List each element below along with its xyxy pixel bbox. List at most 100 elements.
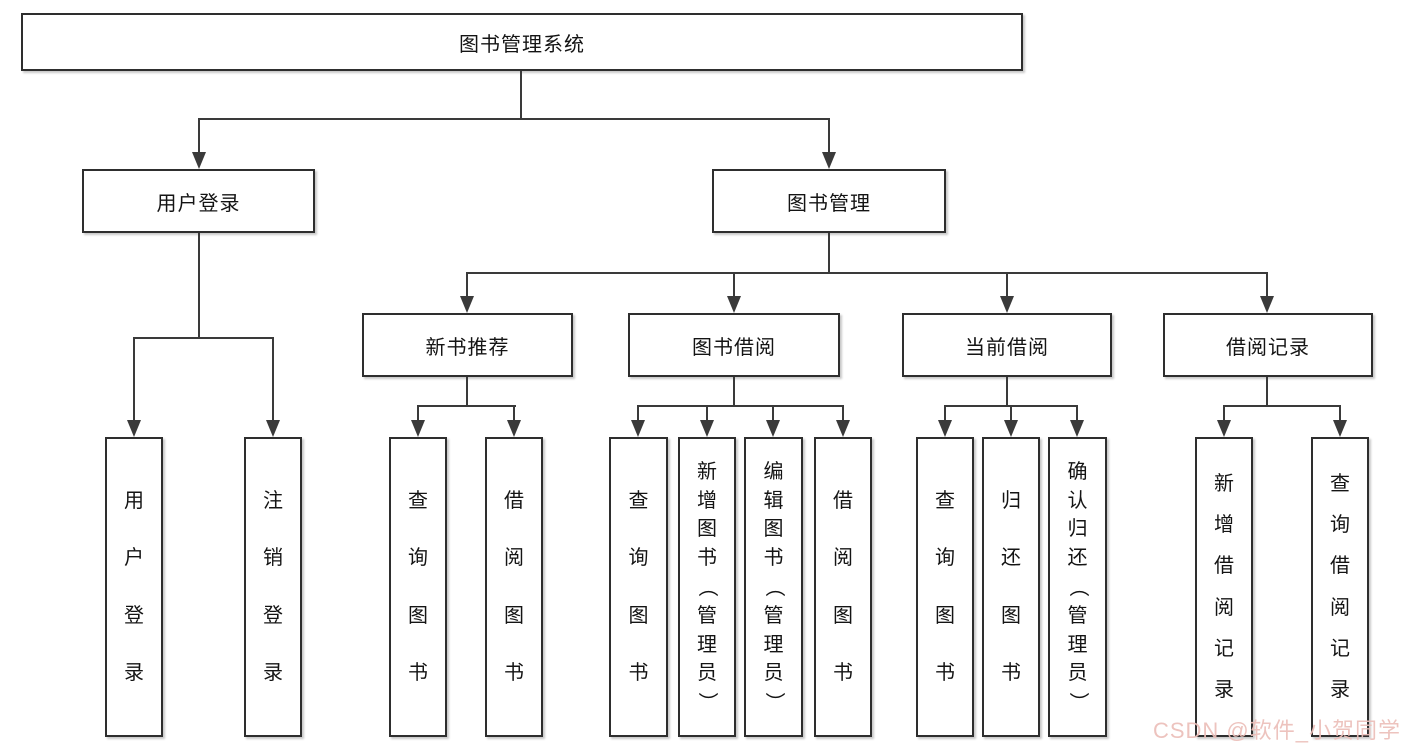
leaf-label-char: 登 <box>124 604 144 627</box>
leaf-user-login: 用户登录 <box>105 437 163 737</box>
csdn-watermark: CSDN @软件_小贺同学 <box>1152 718 1401 743</box>
leaf-label-char: 管 <box>763 604 784 627</box>
leaf-label-char: 询 <box>1330 514 1350 537</box>
leaf-label-char: 理 <box>763 633 784 656</box>
leaf-label-char: 借 <box>1330 555 1350 578</box>
leaf-label-char: 书 <box>763 547 784 570</box>
node-current-borrow-label: 当前借阅 <box>965 336 1049 359</box>
node-book-borrow-label: 图书借阅 <box>692 336 776 359</box>
connector-book-mgmt-stem <box>828 233 830 272</box>
arrowhead-book-borrow <box>727 296 741 313</box>
connector-drop-leaf-logout <box>272 337 274 422</box>
leaf-label-char: （ <box>696 576 718 597</box>
node-borrow-records-label: 借阅记录 <box>1226 336 1310 359</box>
leaf-label-char: 询 <box>408 547 428 570</box>
leaf-query-book-recommend: 查询图书 <box>389 437 447 737</box>
connector-drop-new-book-rec <box>466 272 468 298</box>
connector-drop-borrow-book-2 <box>842 405 844 422</box>
leaf-label-char: 借 <box>833 489 853 512</box>
leaf-label-char: 录 <box>1330 678 1350 701</box>
leaf-label-char: 增 <box>697 489 717 512</box>
connector-user-login-stem <box>198 233 200 337</box>
leaf-label-char: 图 <box>628 604 649 627</box>
leaf-label-char: ） <box>762 692 785 713</box>
connector-new-book-stem <box>466 377 468 405</box>
leaf-label-char: 书 <box>833 662 853 685</box>
leaf-label-char: 图 <box>408 604 428 627</box>
leaf-label-char: 图 <box>935 604 955 627</box>
leaf-label-char: 书 <box>408 662 428 685</box>
connector-drop-current-borrow <box>1006 272 1008 298</box>
arrowhead-query-book-3 <box>938 420 952 437</box>
leaf-label-char: 借 <box>1214 555 1234 578</box>
leaf-label-char: 记 <box>1330 637 1350 660</box>
connector-drop-book-borrow <box>733 272 735 298</box>
leaf-label-char: 录 <box>263 662 283 685</box>
leaf-label-char: 还 <box>1067 547 1088 570</box>
connector-drop-query-book-3 <box>944 405 946 422</box>
arrowhead-borrow-records <box>1260 296 1274 313</box>
leaf-label-char: 询 <box>935 547 955 570</box>
arrowhead-return-book <box>1004 420 1018 437</box>
node-new-book-recommend-label: 新书推荐 <box>425 336 510 359</box>
leaf-add-book-admin: 新增图书（管理员） <box>678 437 736 737</box>
arrowhead-query-book-2 <box>631 420 645 437</box>
leaf-add-borrow-record: 新增借阅记录 <box>1195 437 1253 737</box>
connector-root-rail <box>198 118 830 120</box>
leaf-label-char: 图 <box>763 518 784 541</box>
leaf-label-char: 图 <box>697 518 717 541</box>
leaf-label-char: 户 <box>124 547 144 570</box>
connector-drop-return-book <box>1010 405 1012 422</box>
leaf-label-char: 员 <box>1067 662 1088 685</box>
node-user-login-label: 用户登录 <box>156 192 241 215</box>
leaf-label-char: 认 <box>1067 489 1088 512</box>
leaf-label-char: 查 <box>1330 473 1350 496</box>
leaf-label-char: 书 <box>935 662 955 685</box>
connector-drop-edit-book <box>772 405 774 422</box>
leaf-label-char: 阅 <box>1214 596 1234 619</box>
leaf-query-book-current: 查询图书 <box>916 437 974 737</box>
leaf-label-char: 书 <box>1001 662 1021 685</box>
leaf-return-book: 归还图书 <box>982 437 1040 737</box>
leaf-label-char: 辑 <box>763 489 784 512</box>
arrowhead-user-login <box>192 152 206 169</box>
leaf-label-char: 阅 <box>504 547 524 570</box>
node-current-borrow: 当前借阅 <box>902 313 1112 377</box>
leaf-label-char: 编 <box>763 460 784 483</box>
leaf-logout: 注销登录 <box>244 437 302 737</box>
node-root-label: 图书管理系统 <box>459 33 585 56</box>
leaf-label-char: 销 <box>263 547 283 570</box>
leaf-label-char: 阅 <box>1330 596 1350 619</box>
connector-current-borrow-stem <box>1006 377 1008 405</box>
leaf-label-char: ） <box>1066 692 1089 713</box>
leaf-label-char: 书 <box>697 547 717 570</box>
connector-drop-add-book <box>706 405 708 422</box>
leaf-label-char: 理 <box>697 633 717 656</box>
node-root: 图书管理系统 <box>21 13 1023 71</box>
connector-root-stem <box>520 71 522 118</box>
arrowhead-confirm-return <box>1070 420 1084 437</box>
leaf-label-char: 查 <box>628 489 649 512</box>
node-book-borrow: 图书借阅 <box>628 313 840 377</box>
leaf-label-char: 用 <box>124 489 144 512</box>
leaf-label-char: 借 <box>504 489 524 512</box>
leaf-label-char: 登 <box>263 604 283 627</box>
arrowhead-leaf-user-login <box>127 420 141 437</box>
leaf-label-char: 查 <box>408 489 428 512</box>
leaf-label-char: 员 <box>697 662 717 685</box>
connector-drop-leaf-user-login <box>133 337 135 422</box>
connector-drop-borrow-book-1 <box>513 405 515 422</box>
leaf-label-char: 管 <box>1067 604 1088 627</box>
connector-book-mgmt-rail <box>466 272 1268 274</box>
connector-drop-add-record <box>1223 405 1225 422</box>
arrowhead-add-book <box>700 420 714 437</box>
connector-book-borrow-rail <box>637 405 844 407</box>
leaf-label-char: 增 <box>1214 514 1234 537</box>
arrowhead-leaf-logout <box>266 420 280 437</box>
node-book-management: 图书管理 <box>712 169 946 233</box>
connector-drop-user-login <box>198 118 200 155</box>
leaf-borrow-book-borrow: 借阅图书 <box>814 437 872 737</box>
leaf-label-char: 书 <box>504 662 524 685</box>
connector-new-book-rail <box>417 405 516 407</box>
